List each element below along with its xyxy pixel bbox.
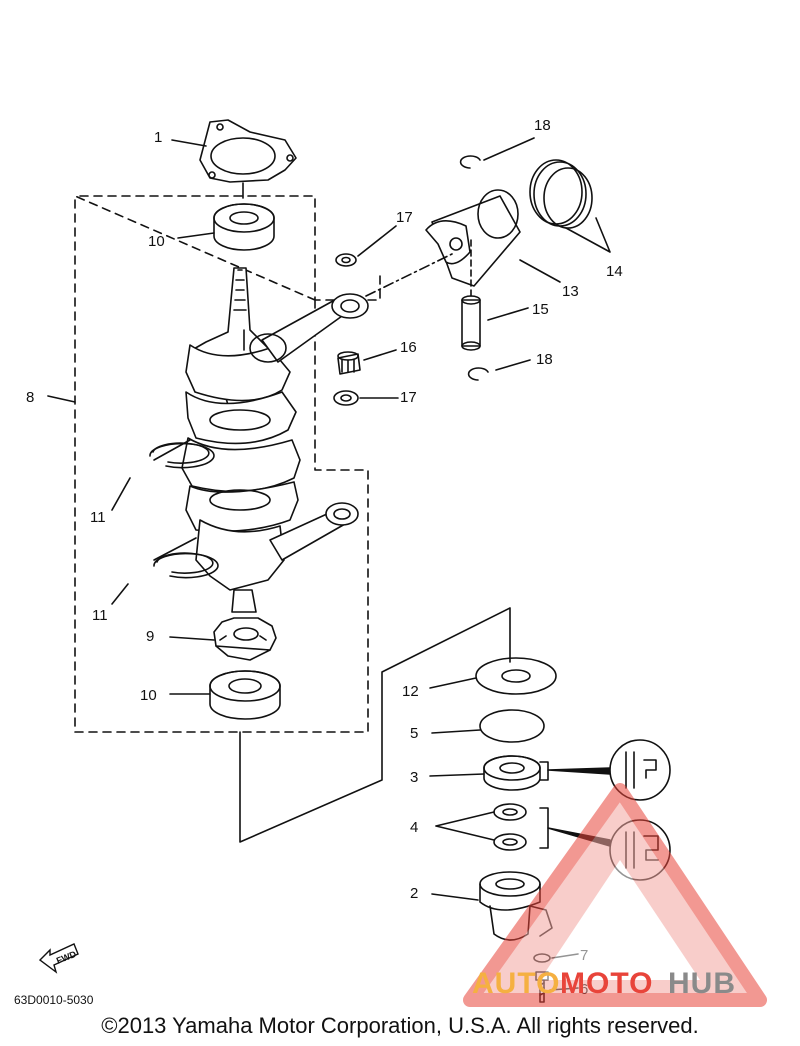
crankshaft bbox=[181, 267, 301, 613]
part-11-ring-lower bbox=[153, 552, 219, 579]
part-12-thrust-washer bbox=[475, 657, 557, 695]
part-11-ring-upper bbox=[149, 442, 215, 469]
copyright-notice: ©2013 Yamaha Motor Corporation, U.S.A. A… bbox=[101, 1013, 699, 1038]
watermark-logo: AUTO MOTO HUB bbox=[472, 967, 736, 1000]
label-part-1: 1 bbox=[154, 129, 162, 146]
label-part-10-lower: 10 bbox=[140, 687, 157, 704]
connecting-rod-upper bbox=[249, 293, 369, 363]
label-part-2: 2 bbox=[410, 885, 418, 902]
label-part-17-upper: 17 bbox=[396, 209, 413, 226]
part-13-piston bbox=[425, 189, 521, 287]
watermark-auto: AUTO bbox=[472, 967, 560, 1000]
part-4-oil-seal-upper bbox=[493, 803, 527, 821]
label-part-18-upper: 18 bbox=[534, 117, 551, 134]
warning-triangle-icon bbox=[463, 783, 767, 1007]
label-part-9: 9 bbox=[146, 628, 154, 645]
label-part-3: 3 bbox=[410, 769, 418, 786]
part-1-gasket bbox=[199, 119, 297, 183]
part-16-needle-bearing bbox=[337, 351, 361, 375]
label-part-17-lower: 17 bbox=[400, 389, 417, 406]
part-17-washer-upper bbox=[335, 253, 357, 267]
part-10-bearing-lower bbox=[209, 670, 281, 720]
fwd-arrow-icon: FWD bbox=[38, 943, 79, 974]
label-part-16: 16 bbox=[400, 339, 417, 356]
label-part-11-upper: 11 bbox=[90, 509, 106, 526]
part-5-o-ring bbox=[479, 709, 545, 743]
label-part-5: 5 bbox=[410, 725, 418, 742]
label-part-14: 14 bbox=[606, 263, 623, 280]
label-part-13: 13 bbox=[562, 283, 579, 300]
diagram-code: 63D0010-5030 bbox=[14, 993, 94, 1007]
part-9-gear bbox=[213, 617, 277, 661]
label-part-8: 8 bbox=[26, 389, 34, 406]
label-part-4: 4 bbox=[410, 819, 418, 836]
connecting-rod-lower bbox=[269, 502, 359, 561]
label-part-15: 15 bbox=[532, 301, 549, 318]
watermark-moto: MOTO bbox=[560, 967, 653, 1000]
part-17-washer-lower bbox=[333, 390, 359, 406]
part-10-bearing-upper bbox=[213, 203, 275, 251]
part-4-oil-seal-lower bbox=[493, 833, 527, 851]
label-part-18-lower: 18 bbox=[536, 351, 553, 368]
part-18-clip-lower bbox=[467, 367, 489, 381]
label-part-11-lower: 11 bbox=[92, 607, 108, 624]
label-part-10-upper: 10 bbox=[148, 233, 165, 250]
watermark-hub: HUB bbox=[668, 967, 736, 1000]
part-15-piston-pin bbox=[461, 295, 481, 351]
part-14-rings bbox=[529, 159, 593, 229]
part-18-clip-upper bbox=[459, 155, 481, 169]
part-3-oil-seal bbox=[483, 755, 541, 791]
label-part-12: 12 bbox=[402, 683, 419, 700]
